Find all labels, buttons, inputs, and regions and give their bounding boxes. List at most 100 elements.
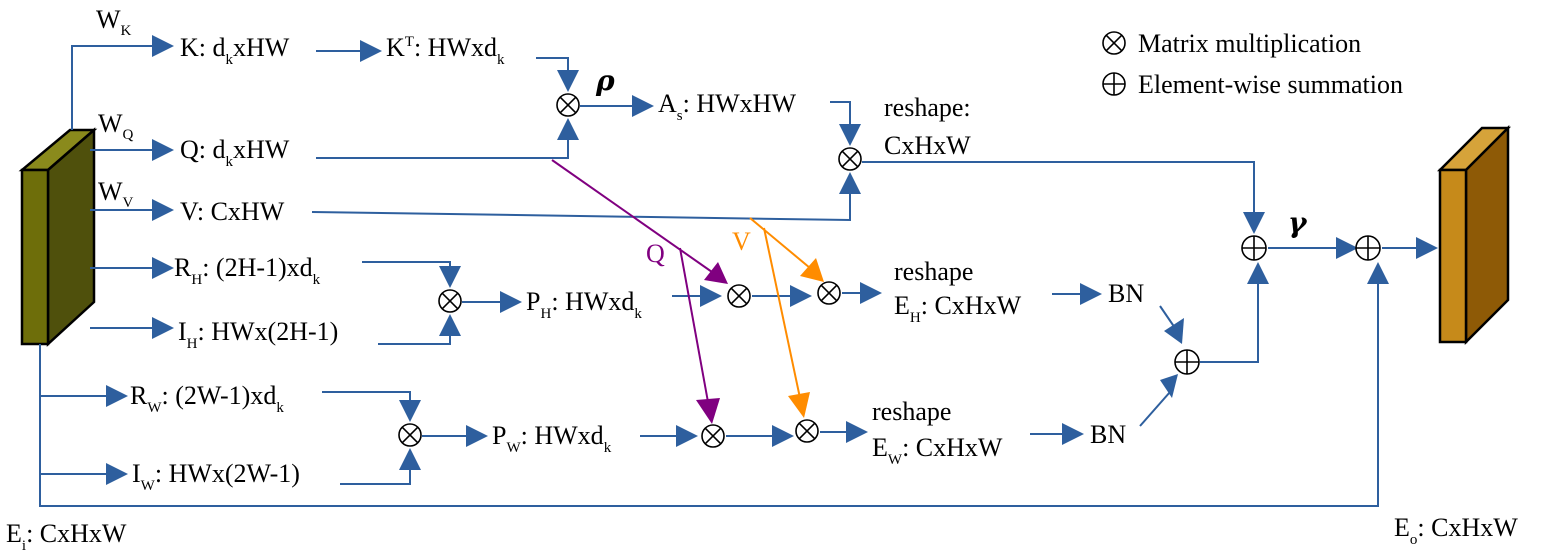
key-label: K: dkxHW <box>180 33 290 68</box>
reshape-w-label: reshape <box>872 397 951 426</box>
input-tensor-label: Ei: CxHxW <box>6 519 127 554</box>
arrowhead-value-w <box>788 392 810 418</box>
matmul-rho-icon <box>556 93 580 117</box>
arrow-heads <box>106 35 1438 485</box>
arrowhead-sum-bn-bottom <box>1160 374 1178 398</box>
matmul-w1-icon <box>398 423 422 447</box>
line-matmul-reshape-to-sum-gamma <box>862 161 1255 214</box>
query-cross-label: Q <box>646 239 665 268</box>
sum-gamma-icon <box>1241 235 1267 261</box>
arrowhead-sum-final <box>1336 237 1358 259</box>
arrowhead-eh <box>860 282 882 304</box>
line-v-to-matmul-reshape <box>311 192 851 222</box>
labels: WK WQ WV K: dkxHW KT: HWxdk Q: dkxHW V: … <box>6 5 1518 554</box>
legend-matmul-icon <box>1102 31 1126 55</box>
iw-label: IW: HWx(2W-1) <box>132 459 300 494</box>
arrowhead-matmul-reshape-top <box>839 124 861 146</box>
line-value-to-matmul-w3 <box>763 227 801 399</box>
sum-bn-icon <box>1174 349 1200 375</box>
matmul-w3-icon <box>795 419 819 443</box>
reshape-label: reshape: <box>884 93 971 122</box>
weight-k-label: WK <box>96 5 132 39</box>
arrowhead-sum-final-bottom <box>1367 262 1389 284</box>
matmul-w2-icon <box>701 424 725 448</box>
weight-q-label: WQ <box>98 109 134 143</box>
operators <box>398 93 1381 448</box>
line-input-to-k <box>71 45 152 130</box>
arrowhead-matmul-w1-bottom <box>399 448 421 470</box>
weight-v-label: WV <box>98 177 134 211</box>
spatial-attention-label: As: HWxHW <box>658 89 796 124</box>
arrowhead-iw <box>106 463 128 485</box>
line-ih-to-matmul-h1 <box>378 332 451 345</box>
line-kt-to-matmul-rho <box>536 57 569 72</box>
line-input-trunk-down <box>39 284 1379 507</box>
arrowhead-q <box>152 139 174 161</box>
arrowhead-query-h <box>704 262 728 284</box>
matmul-h3-icon <box>817 281 841 305</box>
line-rh-to-matmul-h1 <box>362 261 451 278</box>
gamma-symbol: γ <box>1288 206 1308 239</box>
line-as-to-matmul-reshape <box>830 101 851 126</box>
bn-h-label: BN <box>1108 279 1144 308</box>
arrowhead-matmul-reshape-bottom <box>839 172 861 194</box>
arrowhead-rh <box>152 257 174 279</box>
arrowhead-bn-w <box>1062 423 1084 445</box>
legend-matmul-label: Matrix multiplication <box>1138 29 1361 58</box>
arrowhead-output <box>1416 237 1438 259</box>
arrowhead-matmul-h2 <box>700 285 722 307</box>
arrowhead-bn-h <box>1080 283 1102 305</box>
reshape-shape-label: CxHxW <box>884 131 971 160</box>
arrowhead-matmul-h1-top <box>439 266 461 288</box>
output-tensor-label: Eo: CxHxW <box>1394 513 1518 548</box>
output-tensor <box>1436 124 1512 346</box>
line-query-to-matmul-w2 <box>679 247 709 403</box>
arrowhead-kt <box>360 40 382 62</box>
line-q-to-matmul-rho <box>316 137 569 159</box>
arrowhead-query-w <box>696 398 720 424</box>
arrowhead-as <box>632 95 654 117</box>
rh-label: RH: (2H-1)xdk <box>174 253 321 288</box>
arrowhead-sum-bn-top <box>1164 318 1184 344</box>
eh-label: EH: CxHxW <box>894 291 1022 326</box>
arrowhead-ew <box>846 421 868 443</box>
matmul-reshape-icon <box>838 147 862 171</box>
arrowhead-rw <box>106 385 128 407</box>
arrowhead-matmul-rho-bottom <box>557 118 579 140</box>
output-tensor-front <box>1438 168 1468 344</box>
line-query-to-matmul-h2 <box>551 159 713 273</box>
arrowhead-matmul-w3 <box>772 425 794 447</box>
arrowhead-matmul-h3 <box>790 285 812 307</box>
bn-w-label: BN <box>1090 420 1126 449</box>
legend-sum-icon <box>1102 72 1126 96</box>
ph-label: PH: HWxdk <box>526 287 642 322</box>
arrowhead-ph <box>500 291 522 313</box>
rho-symbol: ρ <box>595 64 615 97</box>
input-tensor <box>18 127 98 347</box>
line-value-to-matmul-h3 <box>749 217 811 269</box>
value-label: V: CxHW <box>180 197 285 226</box>
pw-label: PW: HWxdk <box>492 421 612 456</box>
line-rw-to-matmul-w1 <box>322 391 411 410</box>
arrowhead-k <box>152 35 174 57</box>
line-sum-bn-to-sum-gamma <box>1200 280 1259 363</box>
arrowhead-v <box>152 199 174 221</box>
legend: Matrix multiplication Element-wise summa… <box>1102 29 1403 99</box>
arrowhead-matmul-w2 <box>676 425 698 447</box>
ew-label: EW: CxHxW <box>872 433 1003 468</box>
line-iw-to-matmul-w1 <box>340 464 411 485</box>
arrowhead-ih <box>152 317 174 339</box>
arrowhead-sum-gamma-top <box>1243 212 1265 234</box>
key-transpose-label: KT: HWxdk <box>386 33 505 68</box>
legend-sum-label: Element-wise summation <box>1138 70 1403 99</box>
value-cross-label: V <box>732 227 751 256</box>
query-label: Q: dkxHW <box>180 135 290 170</box>
matmul-h2-icon <box>727 284 751 308</box>
reshape-h-label: reshape <box>894 257 973 286</box>
rw-label: RW: (2W-1)xdk <box>130 381 284 416</box>
arrowhead-pw <box>466 425 488 447</box>
arrowhead-matmul-rho-top <box>557 70 579 92</box>
arrowhead-sum-gamma-bottom <box>1247 262 1269 284</box>
connector-lines <box>39 45 1420 507</box>
